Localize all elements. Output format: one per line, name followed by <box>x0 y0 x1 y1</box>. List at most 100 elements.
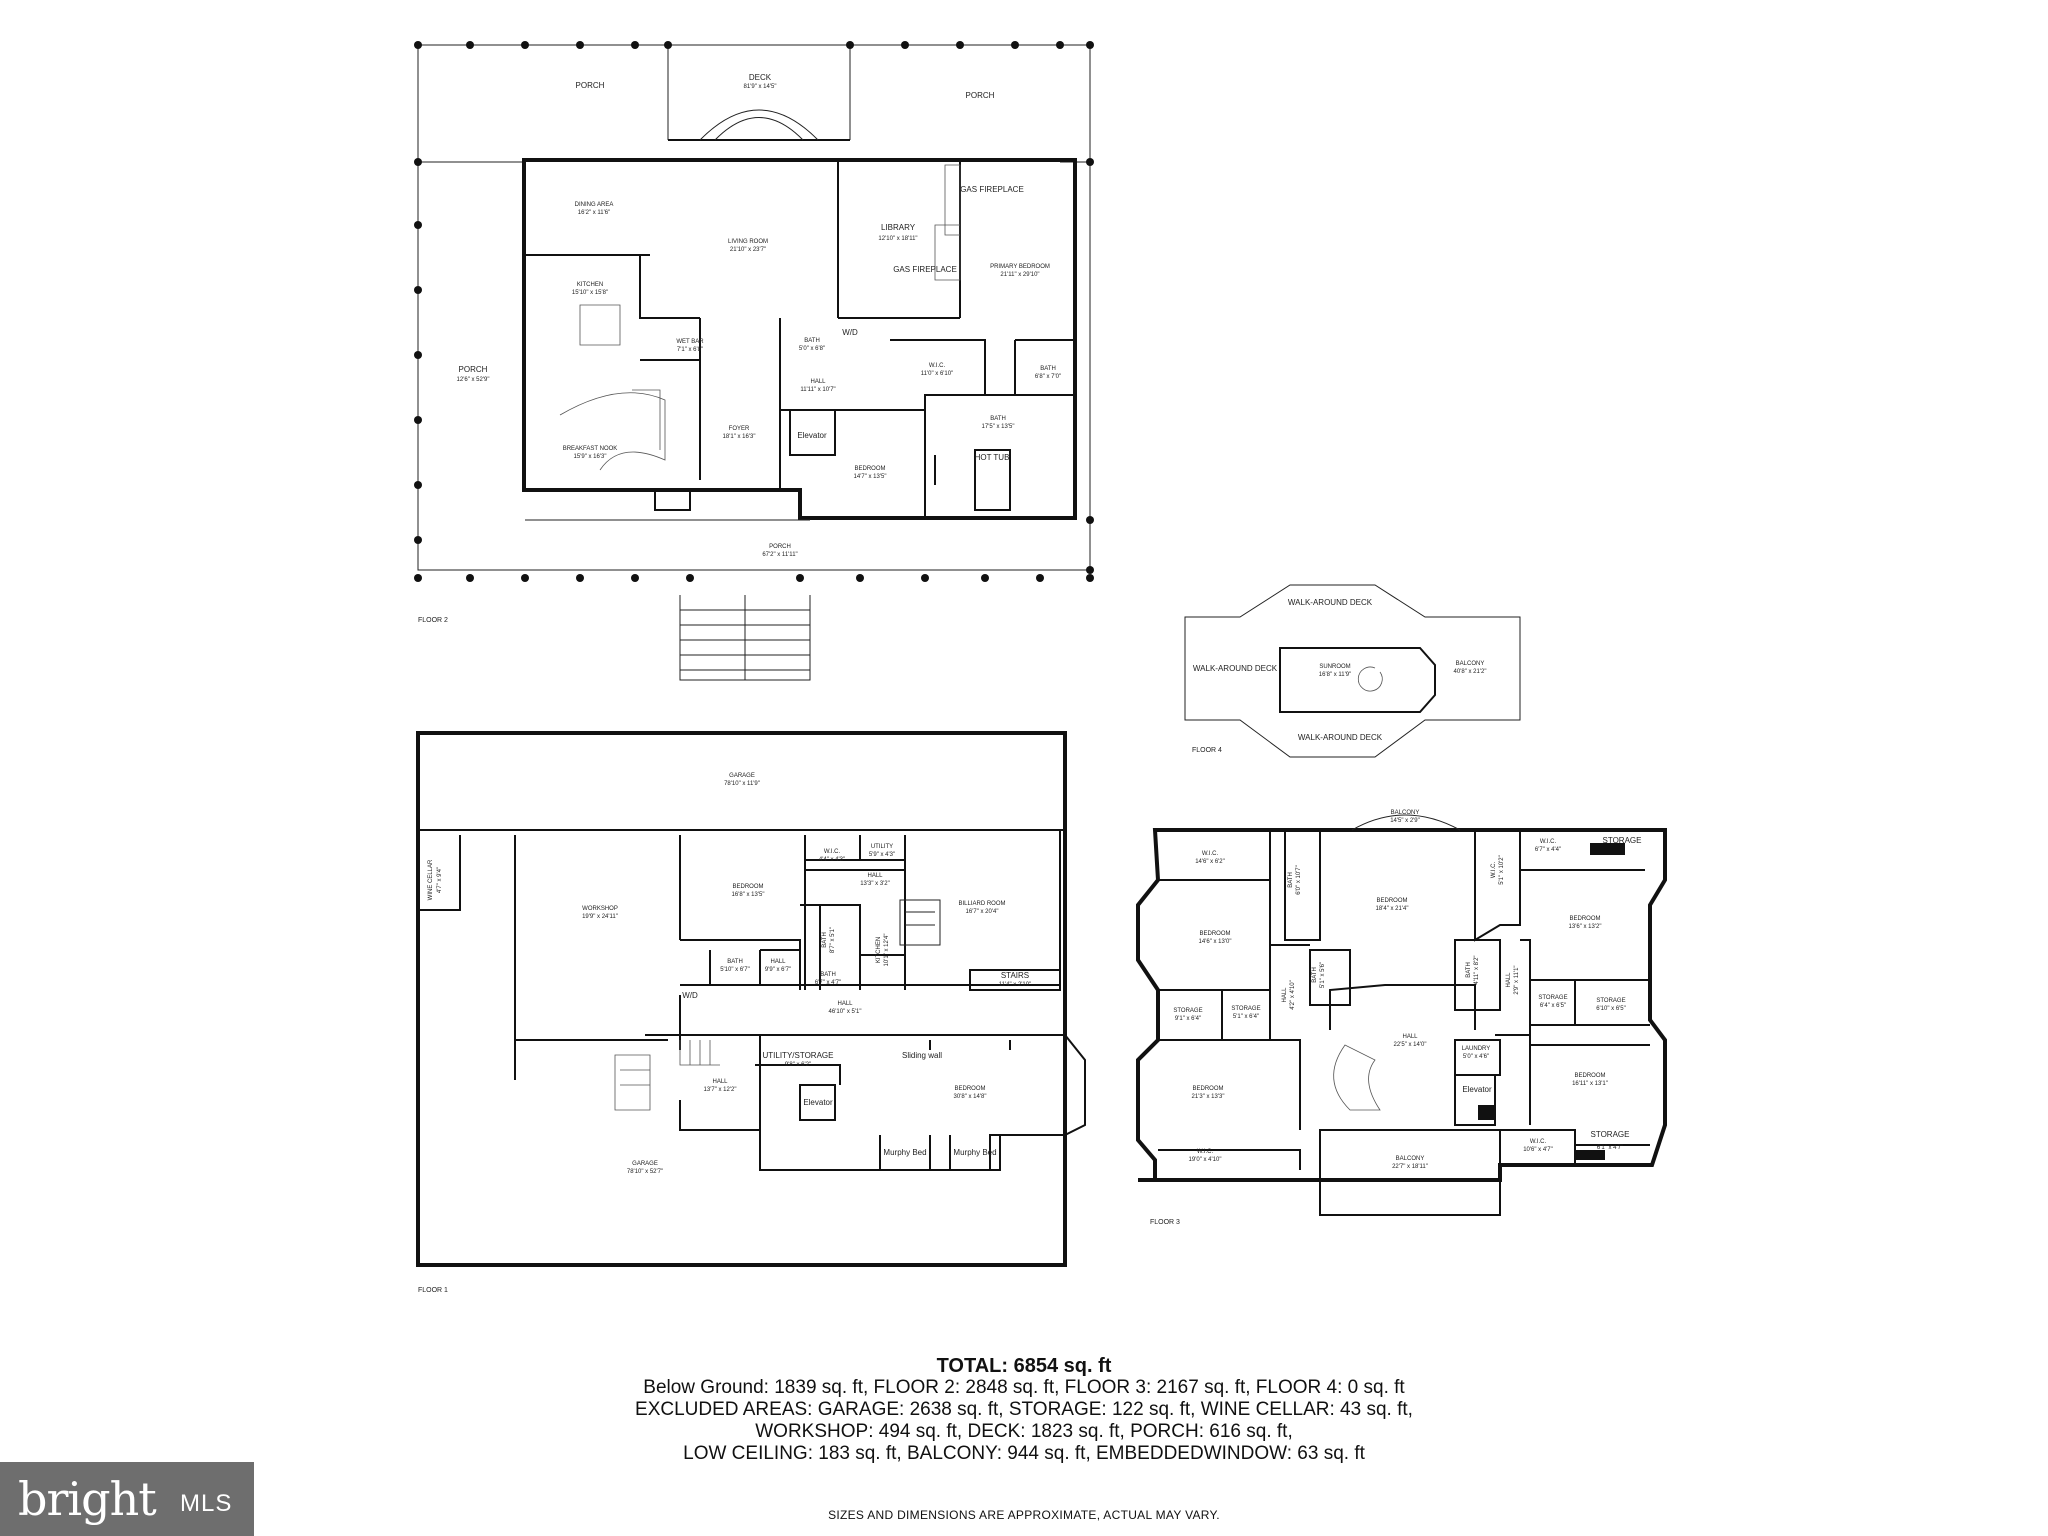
kitchen-f1-label: KITCHEN <box>876 937 882 963</box>
wic-v-label: W.I.C. <box>1491 862 1497 879</box>
bath-v2-dim: 4'11" x 8'2" <box>1474 955 1480 984</box>
hall-v2-dim: 2'9" x 11'1" <box>1514 965 1520 994</box>
hall-label: HALL <box>810 379 826 385</box>
utility-f1-dim: 5'9" x 4'3" <box>869 852 895 858</box>
porch-top-left-label: PORCH <box>576 81 605 90</box>
library-dim: 12'10" x 18'11" <box>878 236 917 242</box>
storage-r3-dim: 6'10" x 6'5" <box>1596 1006 1626 1012</box>
bedroom-center-label: BEDROOM <box>1376 898 1407 904</box>
wic-bl-dim: 19'0" x 4'10" <box>1189 1157 1222 1163</box>
storage-l1-label: STORAGE <box>1173 1008 1202 1014</box>
hall-v2-label: HALL <box>1506 972 1512 988</box>
wic-top-label: W.I.C. <box>1202 851 1219 857</box>
billiard-dim: 16'7" x 20'4" <box>966 909 999 915</box>
wic-label: W.I.C. <box>929 363 946 369</box>
bath-small-dim: 5'0" x 6'8" <box>799 346 825 352</box>
floor2-label: FLOOR 2 <box>418 617 448 624</box>
hall-f3-dim: 22'5" x 14'0" <box>1394 1042 1427 1048</box>
summary-line-1: Below Ground: 1839 sq. ft, FLOOR 2: 2848… <box>643 1377 1405 1398</box>
balcony-f4-dim: 40'8" x 21'2" <box>1454 669 1487 675</box>
porch-bottom-label: PORCH <box>769 544 791 550</box>
logo-suffix: MLS <box>180 1490 233 1517</box>
floor-2: FLOOR 2 PORCH DECK 81'9" x 14'5" PORCH D… <box>414 41 1094 681</box>
deck-top-label: WALK-AROUND DECK <box>1288 598 1373 607</box>
bright-mls-logo: bright MLS <box>0 1462 254 1536</box>
wic-br-dim: 10'6" x 4'7" <box>1523 1147 1553 1153</box>
bedroom-bl-label: BEDROOM <box>1192 1086 1223 1092</box>
deck-dim: 81'9" x 14'5" <box>744 84 777 90</box>
bath-top-dim: 6'0" x 10'7" <box>1296 865 1302 895</box>
wine-cellar-dim: 4'7" x 9'4" <box>437 867 443 893</box>
wic-top-dim: 14'6" x 6'2" <box>1195 859 1225 865</box>
bedroom-br-dim: 16'11" x 13'1" <box>1572 1081 1608 1087</box>
hall-f3-label: HALL <box>1402 1034 1418 1040</box>
garage-bottom-dim: 78'10" x 52'7" <box>627 1169 663 1175</box>
wd-f1-label: W/D <box>682 991 698 1000</box>
utility-storage-label: UTILITY/STORAGE <box>763 1051 834 1060</box>
floor4-label: FLOOR 4 <box>1192 747 1222 754</box>
storage-l1-dim: 9'1" x 6'4" <box>1175 1016 1201 1022</box>
summary-line-2: EXCLUDED AREAS: GARAGE: 2638 sq. ft, STO… <box>635 1399 1413 1420</box>
living-dim: 21'10" x 23'7" <box>730 247 766 253</box>
gas-fireplace-2-label: GAS FIREPLACE <box>893 265 957 274</box>
deck-label: DECK <box>749 73 772 82</box>
kitchen-f1-dim: 10'1" x 12'4" <box>884 934 890 967</box>
wet-bar-label: WET BAR <box>676 339 704 345</box>
utility-f1-label: UTILITY <box>871 844 893 850</box>
hot-tub-label: HOT TUB <box>975 453 1010 462</box>
area-summary: TOTAL: 6854 sq. ft Below Ground: 1839 sq… <box>400 1355 1648 1465</box>
wic-f1-dim: 4'4" x 4'3" <box>819 857 845 863</box>
primary-bedroom-dim: 21'11" x 29'10" <box>1000 272 1039 278</box>
balcony-bottom-label: BALCONY <box>1396 1156 1425 1162</box>
storage-r1-label: STORAGE <box>1603 836 1642 845</box>
summary-line-4: LOW CEILING: 183 sq. ft, BALCONY: 944 sq… <box>683 1443 1365 1464</box>
wic-bl-label: W.I.C. <box>1197 1149 1214 1155</box>
garage-bottom-label: GARAGE <box>632 1161 658 1167</box>
bath-right-dim: 6'8" x 7'0" <box>1035 374 1061 380</box>
balcony-bottom-dim: 22'7" x 18'11" <box>1392 1164 1428 1170</box>
storage-r3-label: STORAGE <box>1596 998 1625 1004</box>
hall-dim: 11'11" x 10'7" <box>800 387 835 393</box>
elevator-label: Elevator <box>797 431 827 440</box>
porch-left-dim: 12'6" x 52'9" <box>457 377 490 383</box>
kitchen-label: KITCHEN <box>577 282 603 288</box>
utility-storage-dim: 9'8" x 6'2" <box>785 1062 811 1068</box>
bedroom-right-label: BEDROOM <box>1569 916 1600 922</box>
billiard-label: BILLIARD ROOM <box>958 901 1005 907</box>
hall1-f1-label: HALL <box>770 959 786 965</box>
bath1-f1-label: BATH <box>727 959 743 965</box>
wet-bar-dim: 7'1" x 6'8" <box>677 347 703 353</box>
bath-primary-dim: 17'5" x 13'5" <box>982 424 1015 430</box>
bath-v1-dim: 5'1" x 5'6" <box>1320 962 1326 988</box>
foyer-label: FOYER <box>729 426 750 432</box>
storage-l2-dim: 5'1" x 6'4" <box>1233 1014 1259 1020</box>
stairs-f1-dim: 11'4" x 2'10" <box>999 982 1031 988</box>
hall-v1-label: HALL <box>1282 987 1288 1003</box>
wic-dim: 11'0" x 6'10" <box>921 371 953 377</box>
sunroom-label: SUNROOM <box>1319 664 1350 670</box>
sunroom-dim: 16'8" x 11'9" <box>1319 672 1351 678</box>
hall1-f1-dim: 9'9" x 6'7" <box>765 967 791 973</box>
primary-bedroom-label: PRIMARY BEDROOM <box>990 264 1050 270</box>
dining-dim: 16'2" x 11'6" <box>578 210 610 216</box>
bath-primary-label: BATH <box>990 416 1006 422</box>
bedroom-f2-label: BEDROOM <box>854 466 885 472</box>
wic-f1-label: W.I.C. <box>824 849 841 855</box>
elevator-f3-label: Elevator <box>1462 1085 1492 1094</box>
floor-4: FLOOR 4 WALK-AROUND DECK WALK-AROUND DEC… <box>1184 584 1521 758</box>
deck-left-label: WALK-AROUND DECK <box>1193 664 1278 673</box>
wic-br-label: W.I.C. <box>1530 1139 1547 1145</box>
floor-1: FLOOR 1 GARAGE 78'10" x 11'9" WINE CELLA… <box>416 731 1086 1294</box>
balcony-top-label: BALCONY <box>1391 810 1420 816</box>
bath-top-label: BATH <box>1288 872 1294 888</box>
bedroom-f1-label: BEDROOM <box>732 884 763 890</box>
wic-right-label: W.I.C. <box>1540 839 1557 845</box>
porch-top-right-label: PORCH <box>966 91 995 100</box>
bath-v-label: BATH <box>822 932 828 948</box>
wine-cellar-label: WINE CELLAR <box>428 859 434 900</box>
hall-small-label: HALL <box>867 873 883 879</box>
garage-top-label: GARAGE <box>729 773 755 779</box>
summary-line-3: WORKSHOP: 494 sq. ft, DECK: 1823 sq. ft,… <box>755 1421 1293 1442</box>
bath2-f1-dim: 6'7" x 4'7" <box>815 980 841 986</box>
